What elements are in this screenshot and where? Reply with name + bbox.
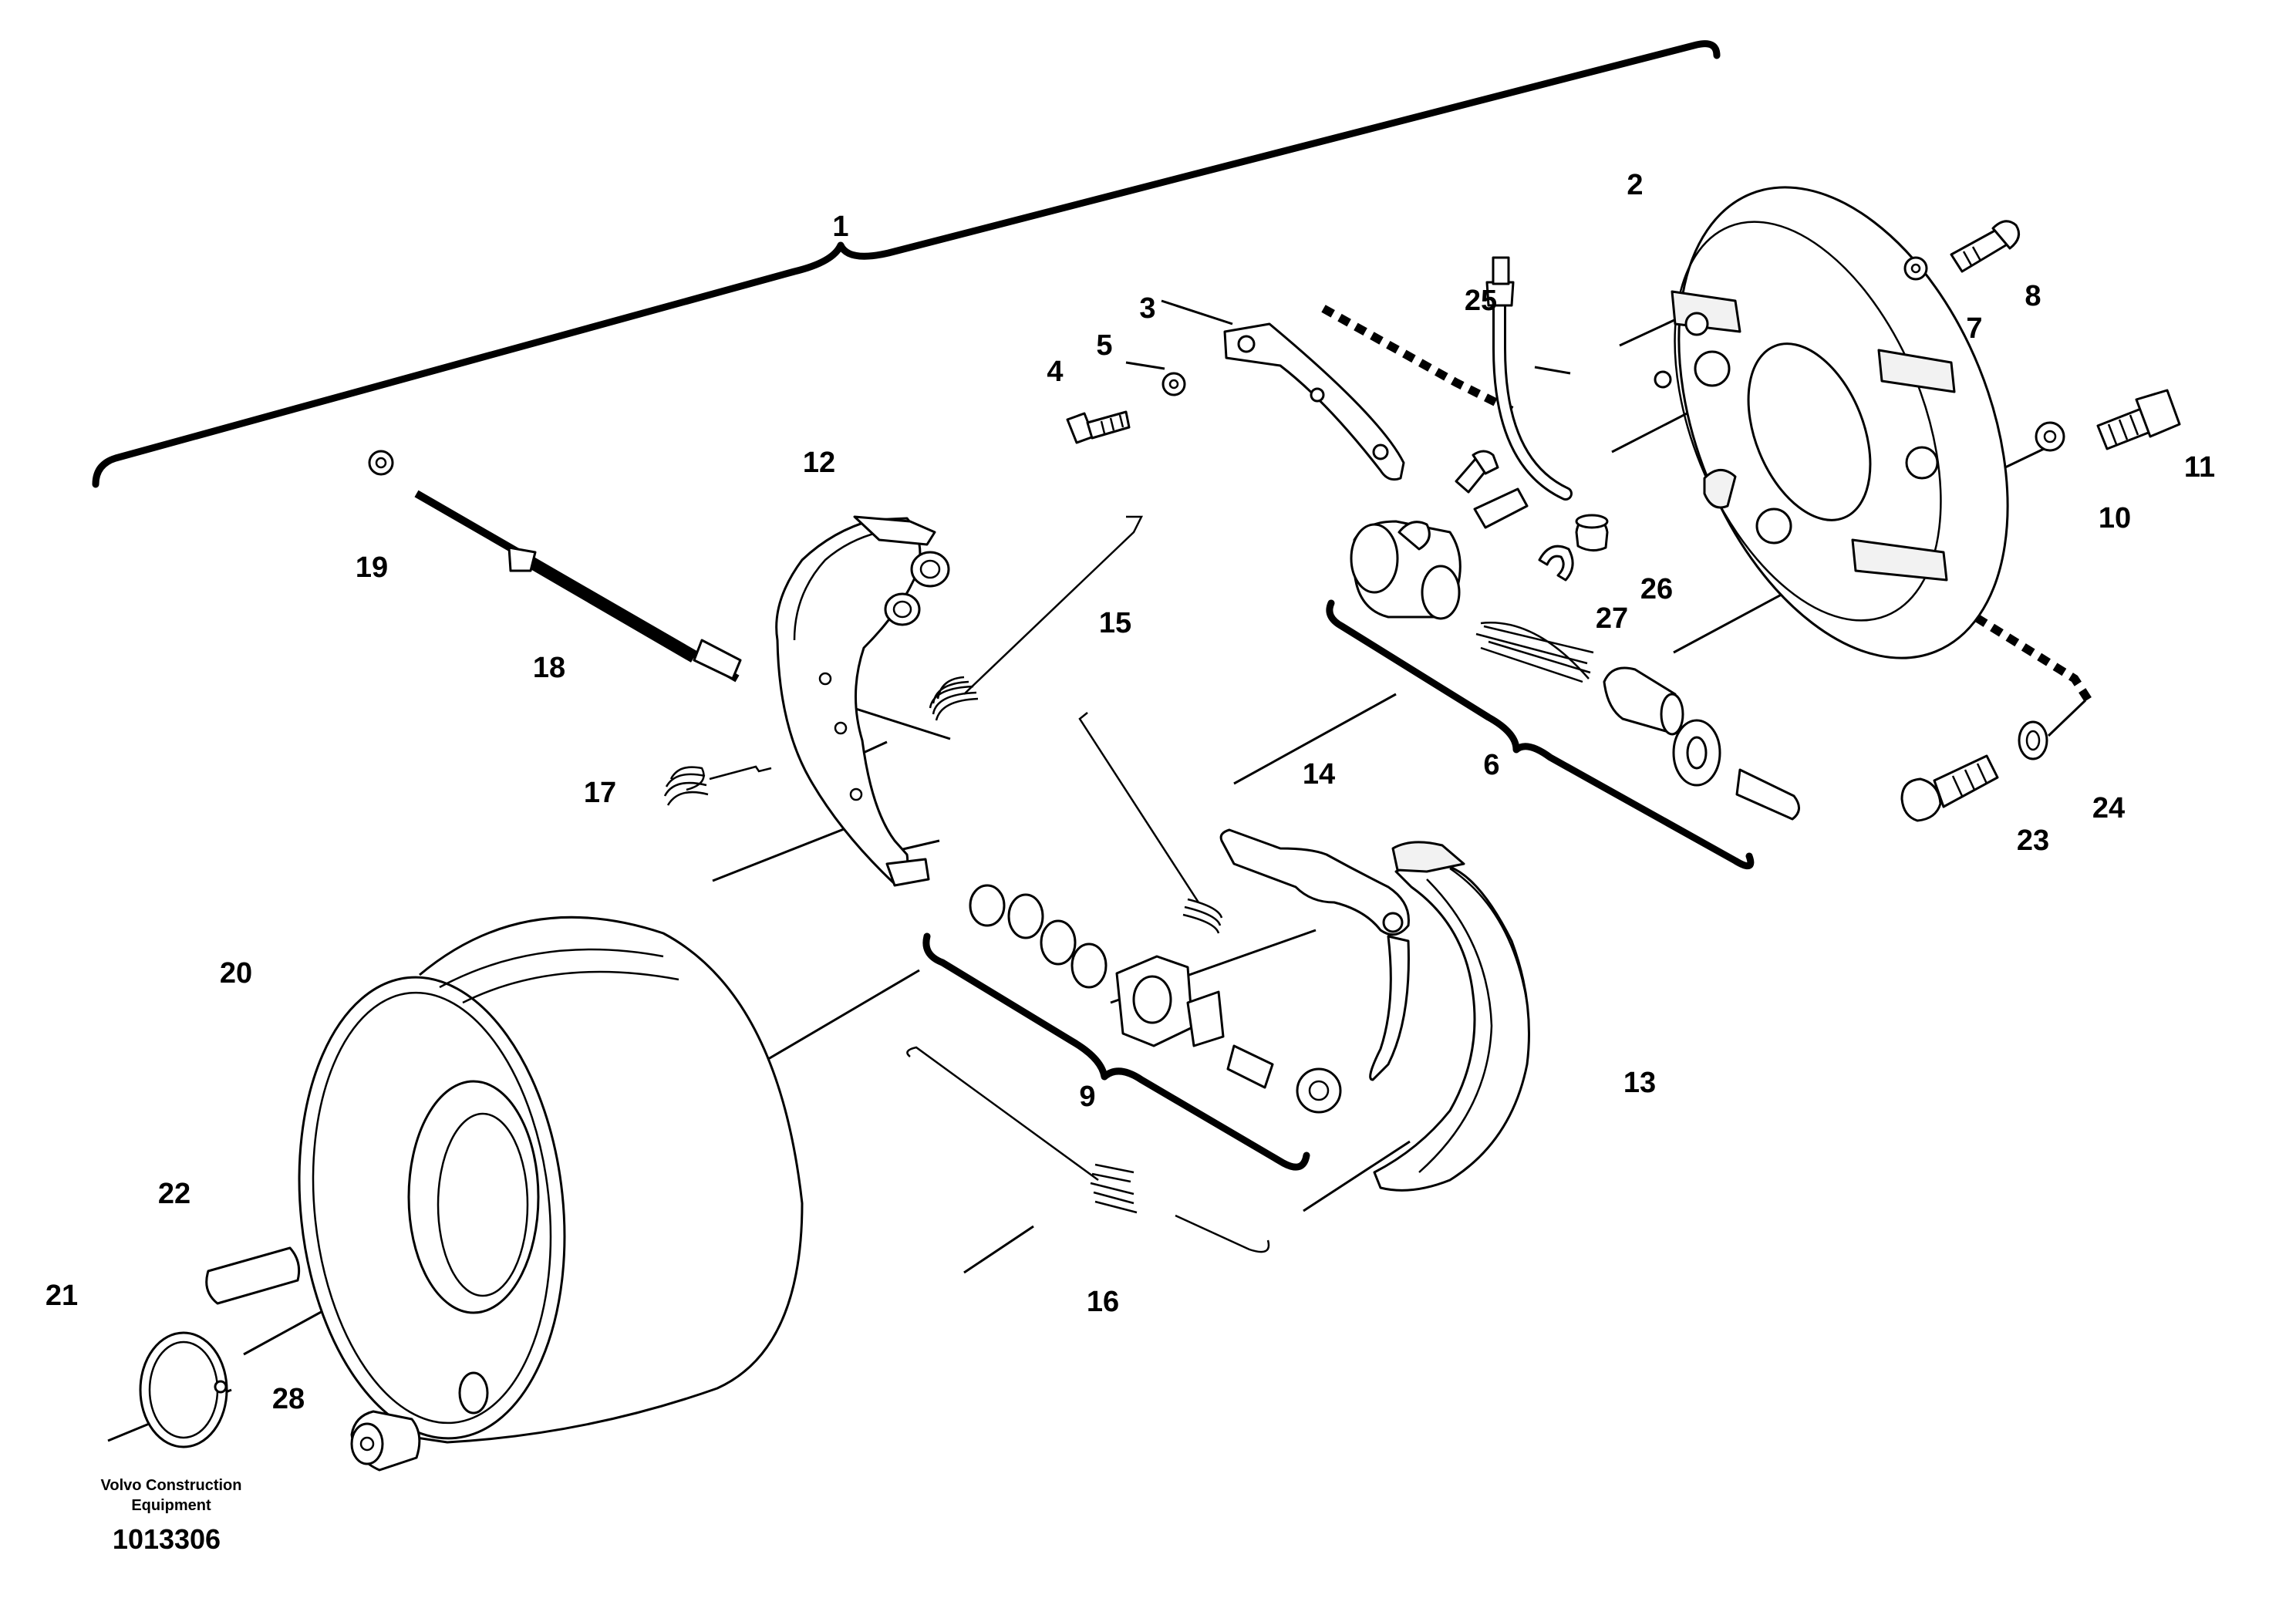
label-10: 10 bbox=[2099, 502, 2131, 534]
label-18: 18 bbox=[533, 652, 565, 684]
label-13: 13 bbox=[1623, 1067, 1656, 1099]
part-number-labels: 1 2 3 4 5 6 7 8 9 10 11 12 13 14 15 16 1… bbox=[46, 169, 2215, 1415]
label-16: 16 bbox=[1087, 1286, 1119, 1318]
label-14: 14 bbox=[1303, 758, 1335, 791]
backing-plate bbox=[1654, 186, 2009, 659]
spring-15 bbox=[929, 515, 1223, 934]
label-22: 22 bbox=[158, 1178, 190, 1210]
plug-28 bbox=[350, 1410, 421, 1472]
bolt-23 bbox=[1900, 754, 1999, 822]
lever-14 bbox=[1219, 828, 1410, 1081]
label-21: 21 bbox=[46, 1280, 78, 1312]
brace-cylinder-6 bbox=[1326, 599, 1755, 870]
company-name-line1: Volvo Construction bbox=[101, 1477, 242, 1494]
brake-drum-20 bbox=[298, 916, 804, 1444]
label-2: 2 bbox=[1627, 169, 1643, 201]
label-3: 3 bbox=[1139, 292, 1155, 325]
label-27: 27 bbox=[1596, 602, 1628, 635]
clip-27 bbox=[1538, 545, 1574, 582]
brace-adjuster-9 bbox=[922, 932, 1310, 1171]
washer-24 bbox=[2018, 720, 2048, 760]
label-24: 24 bbox=[2092, 792, 2125, 824]
dashed-line-top bbox=[1321, 305, 1514, 414]
nut-10 bbox=[2035, 421, 2065, 452]
label-23: 23 bbox=[2017, 824, 2049, 857]
adjuster-assembly-9 bbox=[969, 884, 1342, 1114]
spring-16 bbox=[906, 1046, 1270, 1253]
wheel-cylinder-assembly bbox=[1350, 520, 1800, 821]
footer: Volvo Construction Equipment 1013306 bbox=[101, 1477, 242, 1555]
washer-5 bbox=[1161, 372, 1186, 396]
bolt-4 bbox=[1066, 410, 1131, 444]
brake-shoe-12 bbox=[775, 515, 950, 887]
label-26: 26 bbox=[1640, 573, 1673, 605]
brake-shoe-13 bbox=[1373, 841, 1530, 1192]
label-17: 17 bbox=[584, 777, 616, 809]
spring-17 bbox=[663, 765, 772, 806]
figure-number: 1013306 bbox=[113, 1523, 221, 1555]
label-15: 15 bbox=[1099, 607, 1131, 639]
washer-7 bbox=[1903, 256, 1928, 281]
anchor-plate bbox=[1223, 322, 1405, 481]
nut-19 bbox=[368, 450, 394, 476]
plug-26 bbox=[1575, 514, 1609, 551]
adjusting-screw-18 bbox=[414, 490, 742, 683]
company-name-line2: Equipment bbox=[131, 1497, 211, 1514]
bleed-screw bbox=[1455, 450, 1499, 494]
circlip-21 bbox=[139, 1331, 228, 1448]
label-11: 11 bbox=[2184, 451, 2215, 484]
brake-pipe-25 bbox=[1473, 256, 1573, 529]
label-7: 7 bbox=[1966, 312, 1982, 345]
label-25: 25 bbox=[1465, 285, 1497, 317]
label-19: 19 bbox=[356, 551, 388, 584]
label-8: 8 bbox=[2025, 280, 2041, 312]
label-5: 5 bbox=[1096, 329, 1112, 362]
label-20: 20 bbox=[220, 957, 252, 990]
label-6: 6 bbox=[1483, 749, 1499, 781]
label-9: 9 bbox=[1079, 1081, 1095, 1113]
label-28: 28 bbox=[272, 1383, 305, 1415]
bolt-8 bbox=[1950, 220, 2021, 273]
label-12: 12 bbox=[803, 447, 835, 479]
brace-assembly-1 bbox=[92, 40, 1721, 488]
key-22 bbox=[205, 1246, 301, 1305]
label-4: 4 bbox=[1047, 356, 1063, 388]
label-1: 1 bbox=[832, 211, 848, 243]
bolt-11 bbox=[2096, 389, 2181, 450]
